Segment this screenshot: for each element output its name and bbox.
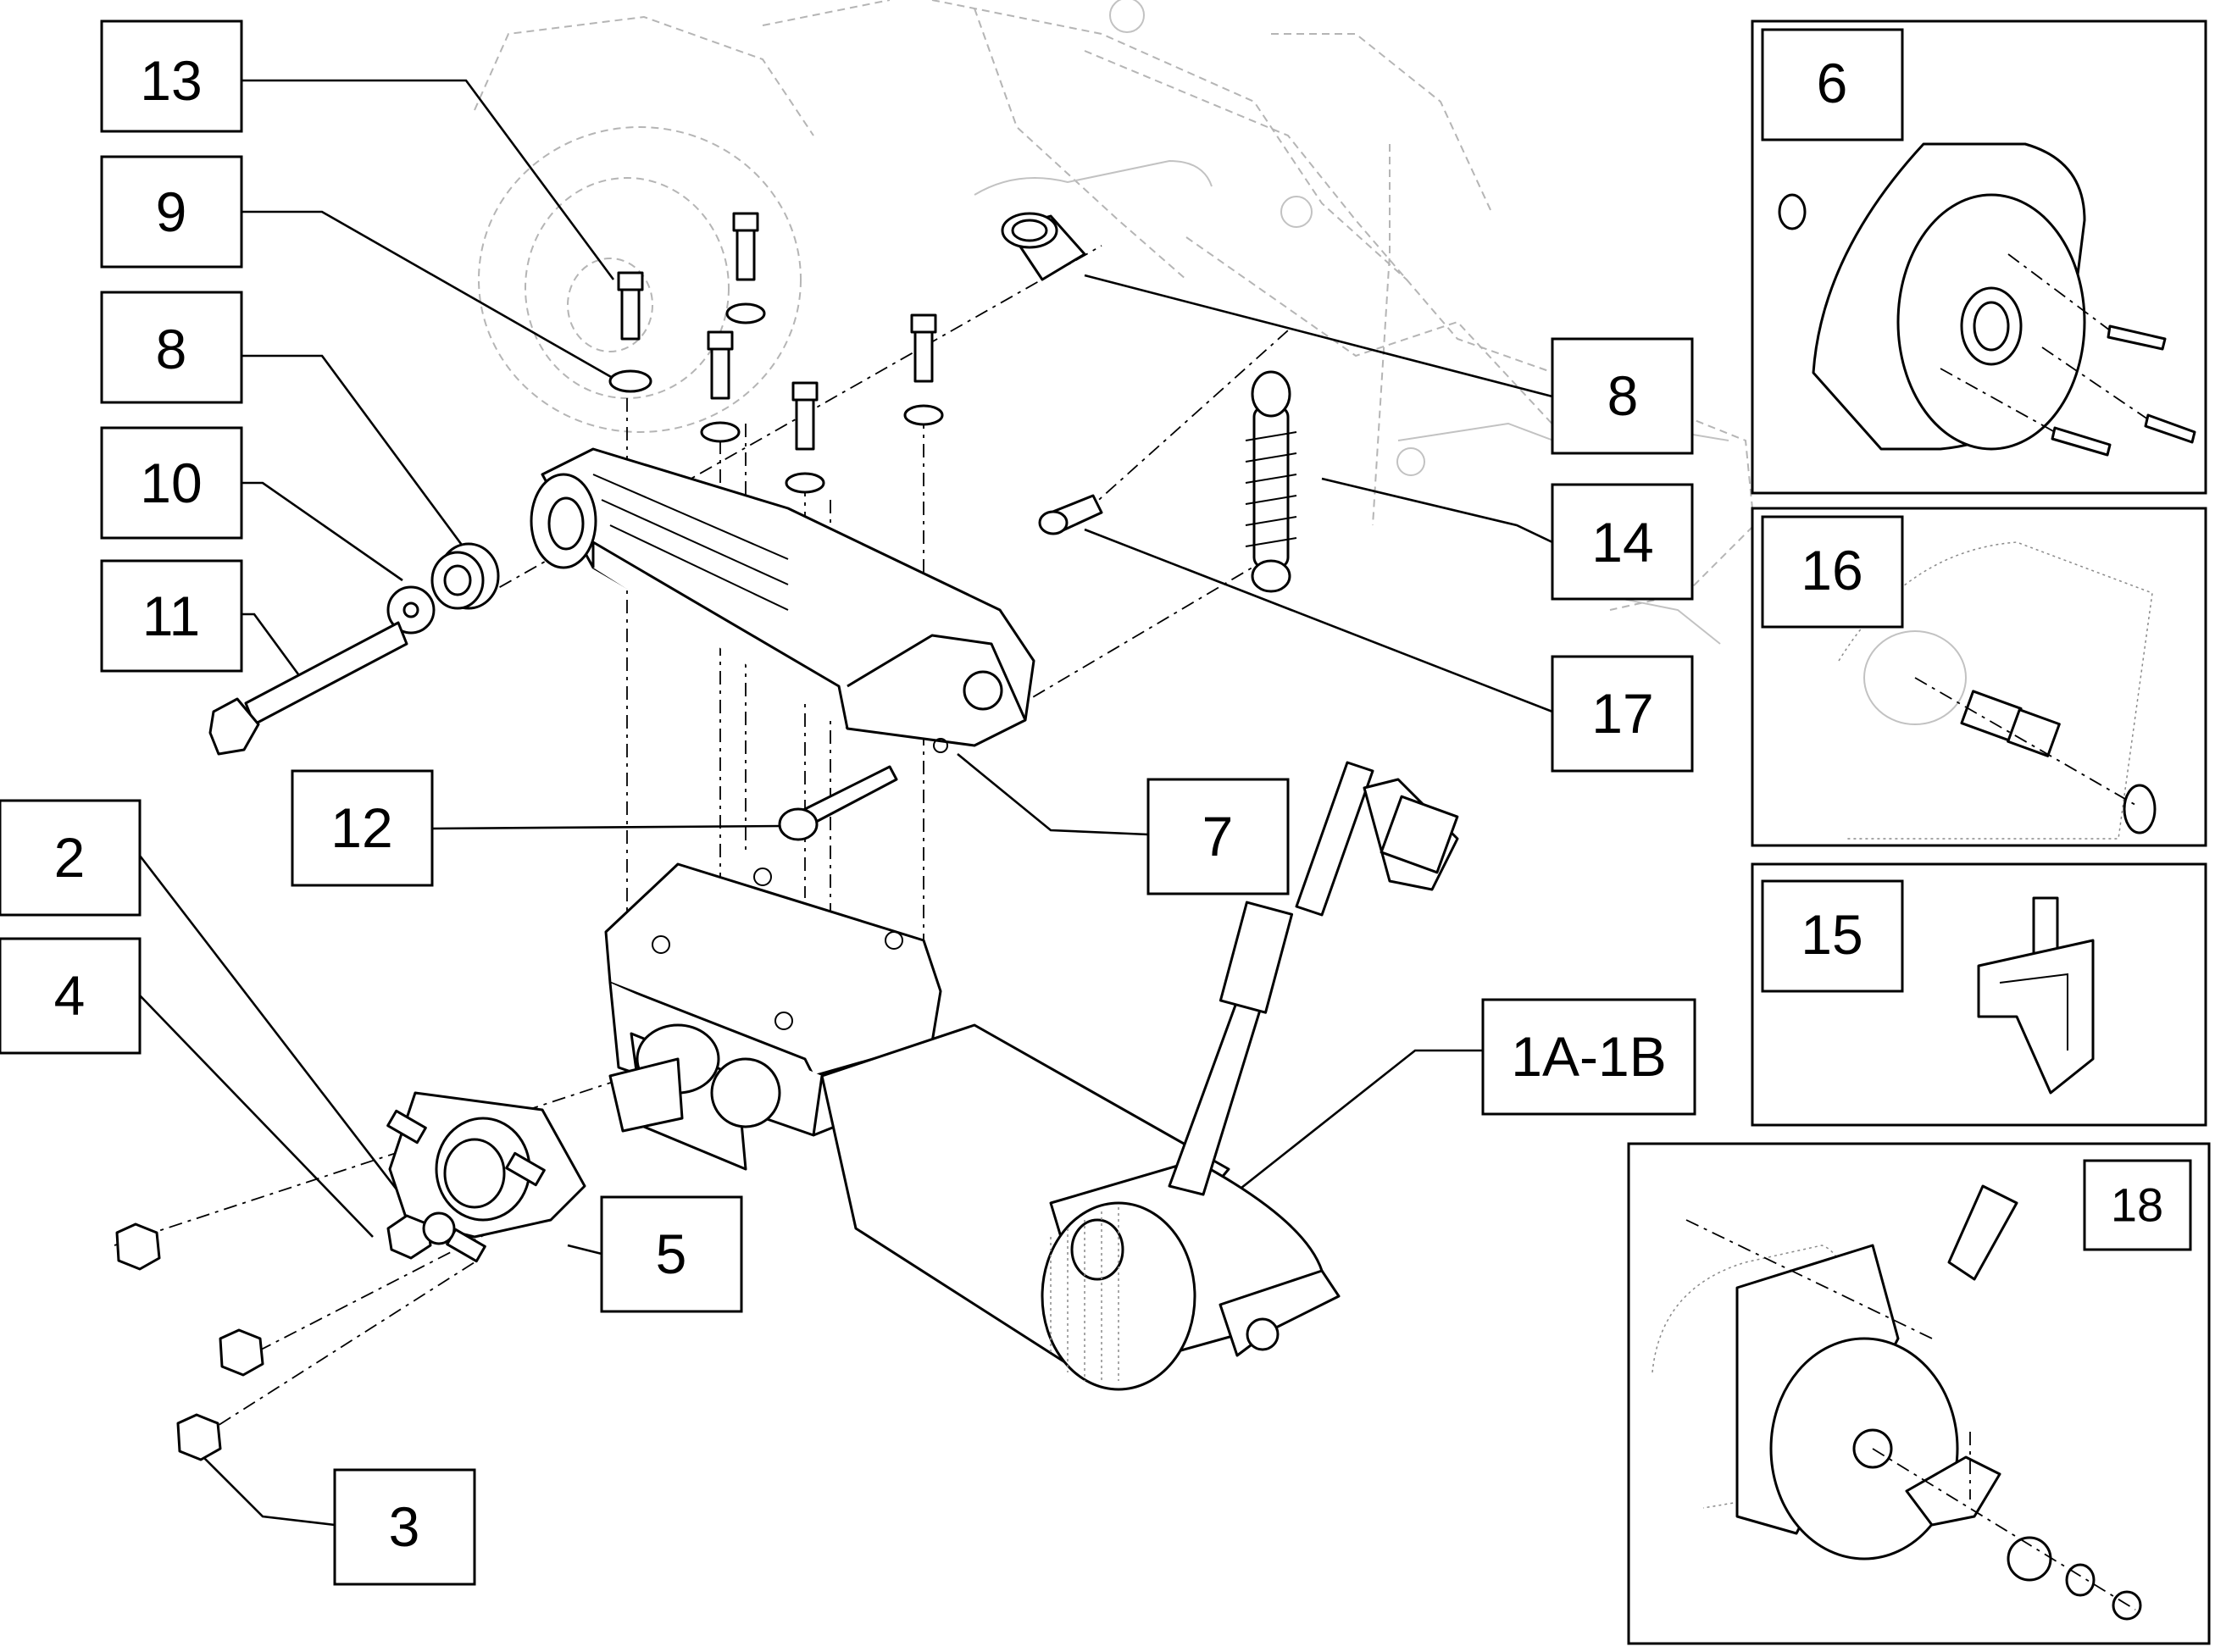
svg-text:12: 12 bbox=[330, 796, 392, 859]
svg-text:14: 14 bbox=[1591, 511, 1653, 574]
svg-text:9: 9 bbox=[156, 180, 187, 243]
svg-text:6: 6 bbox=[1817, 52, 1848, 114]
svg-text:16: 16 bbox=[1801, 539, 1862, 601]
left-bolt-assembly bbox=[208, 542, 500, 756]
svg-text:8: 8 bbox=[156, 318, 187, 380]
callout-5: 5 bbox=[600, 1195, 743, 1313]
svg-text:11: 11 bbox=[142, 585, 201, 647]
svg-text:18: 18 bbox=[2111, 1178, 2163, 1232]
shoulder-bolt bbox=[1038, 494, 1103, 535]
hub-assembly bbox=[115, 1091, 586, 1461]
svg-text:5: 5 bbox=[656, 1222, 687, 1285]
svg-text:15: 15 bbox=[1801, 903, 1862, 966]
shock-absorber bbox=[1245, 370, 1297, 593]
callout-17: 17 bbox=[1551, 655, 1694, 773]
callout-14: 14 bbox=[1551, 483, 1694, 601]
background-chassis-ghost bbox=[474, 0, 1756, 645]
arm-bolts bbox=[608, 212, 944, 494]
bushing-right bbox=[1001, 212, 1086, 281]
callout-4: 4 bbox=[0, 937, 142, 1055]
callout-11: 11 bbox=[100, 559, 243, 673]
motor-cable-connector bbox=[1168, 761, 1459, 1196]
callout-8-right: 8 bbox=[1551, 337, 1694, 455]
motor bbox=[820, 1023, 1341, 1391]
svg-text:17: 17 bbox=[1591, 682, 1653, 745]
socket-screw bbox=[778, 765, 898, 841]
svg-text:3: 3 bbox=[389, 1495, 420, 1558]
svg-text:4: 4 bbox=[54, 964, 86, 1027]
svg-text:1A-1B: 1A-1B bbox=[1511, 1025, 1666, 1088]
callout-3: 3 bbox=[333, 1468, 476, 1586]
swing-arm bbox=[530, 447, 1035, 753]
callout-7: 7 bbox=[1146, 778, 1290, 895]
callout-6: 6 bbox=[1761, 28, 1904, 141]
svg-text:13: 13 bbox=[140, 49, 202, 112]
callout-12: 12 bbox=[291, 769, 434, 887]
callout-13: 13 bbox=[100, 19, 243, 133]
callout-10: 10 bbox=[100, 426, 243, 540]
gearbox bbox=[604, 862, 942, 1171]
callout-1a-1b: 1A-1B bbox=[1481, 998, 1696, 1116]
callout-15: 15 bbox=[1761, 879, 1904, 993]
callout-8-left: 8 bbox=[100, 291, 243, 404]
callout-9: 9 bbox=[100, 155, 243, 269]
callout-16: 16 bbox=[1761, 515, 1904, 629]
svg-text:8: 8 bbox=[1607, 364, 1639, 427]
svg-text:2: 2 bbox=[54, 826, 86, 889]
callout-2: 2 bbox=[0, 799, 142, 917]
svg-text:7: 7 bbox=[1202, 805, 1234, 868]
callout-18: 18 bbox=[2083, 1159, 2192, 1251]
svg-text:10: 10 bbox=[140, 452, 202, 514]
